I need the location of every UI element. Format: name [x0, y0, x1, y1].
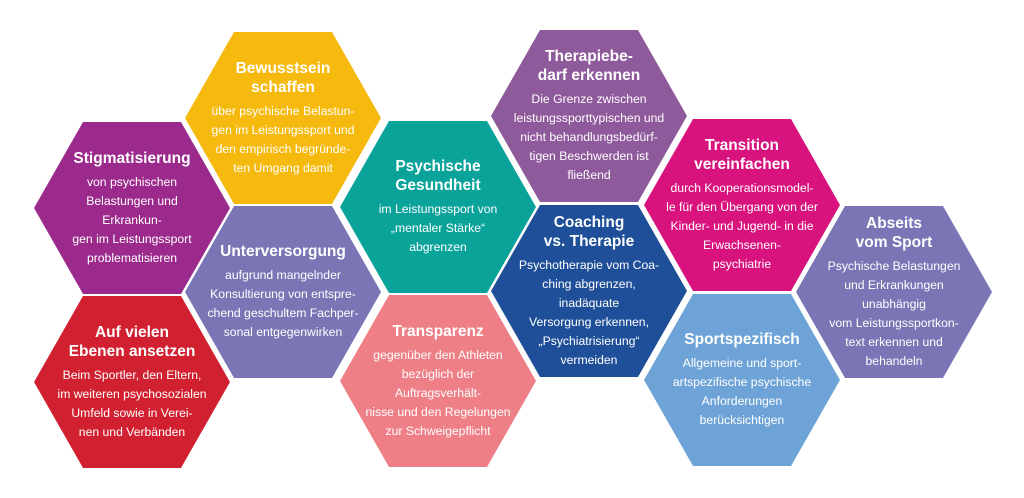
- hex-coaching-vs-therapie: Coaching vs. Therapie Psychotherapie vom…: [491, 205, 687, 377]
- hex-body: Psychotherapie vom Coa- ching abgrenzen,…: [518, 257, 660, 367]
- hex-bewusstsein-schaffen: Bewusstsein schaffen über psychische Bel…: [185, 32, 381, 204]
- hex-auf-vielen-ebenen: Auf vielen Ebenen ansetzen Beim Sportler…: [34, 296, 230, 468]
- hex-body: gegenüber den Athleten bezüglich der Auf…: [365, 347, 511, 438]
- hex-therapiebedarf-erkennen: Therapiebe- darf erkennen Die Grenze zwi…: [491, 30, 687, 202]
- hex-body: Allgemeine und sport- artspezifische psy…: [672, 356, 812, 427]
- hex-body: Beim Sportler, den Eltern, im weiteren p…: [57, 367, 207, 439]
- hex-body: von psychischen Belastungen und Erkranku…: [72, 174, 192, 265]
- hex-title: Psychische Gesundheit: [395, 158, 481, 194]
- hex-body: Die Grenze zwischen leistungssporttypisc…: [513, 92, 665, 182]
- hex-title: Therapiebe- darf erkennen: [537, 48, 641, 84]
- hex-body: durch Kooperationsmodel- le für den Über…: [666, 181, 818, 271]
- hex-title: Abseits vom Sport: [855, 214, 933, 251]
- hex-title: Bewusstsein schaffen: [235, 59, 331, 96]
- hex-transparenz: Transparenz gegenüber den Athleten bezüg…: [340, 295, 536, 467]
- hex-title: Stigmatisierung: [73, 149, 191, 167]
- hex-title: Transition vereinfachen: [694, 137, 790, 173]
- hex-abseits-vom-sport: Abseits vom Sport Psychische Belastungen…: [796, 206, 992, 378]
- hex-title: Auf vielen Ebenen ansetzen: [68, 323, 196, 360]
- hex-sportspezifisch: Sportspezifisch Allgemeine und sport- ar…: [644, 294, 840, 466]
- hex-transition-vereinfachen: Transition vereinfachen durch Kooperatio…: [644, 119, 840, 291]
- hex-title: Unterversorgung: [220, 243, 346, 260]
- hex-body: aufgrund mangelnder Konsultierung von en…: [207, 268, 359, 339]
- hex-title: Sportspezifisch: [684, 331, 800, 348]
- hex-title: Transparenz: [392, 322, 484, 340]
- hex-body: im Leistungssport von „mentaler Stärke“ …: [378, 202, 498, 254]
- hex-body: Psychische Belastungen und Erkrankungen …: [827, 258, 961, 368]
- hex-title: Coaching vs. Therapie: [543, 213, 635, 250]
- hex-body: über psychische Belastun- gen im Leistun…: [211, 103, 355, 175]
